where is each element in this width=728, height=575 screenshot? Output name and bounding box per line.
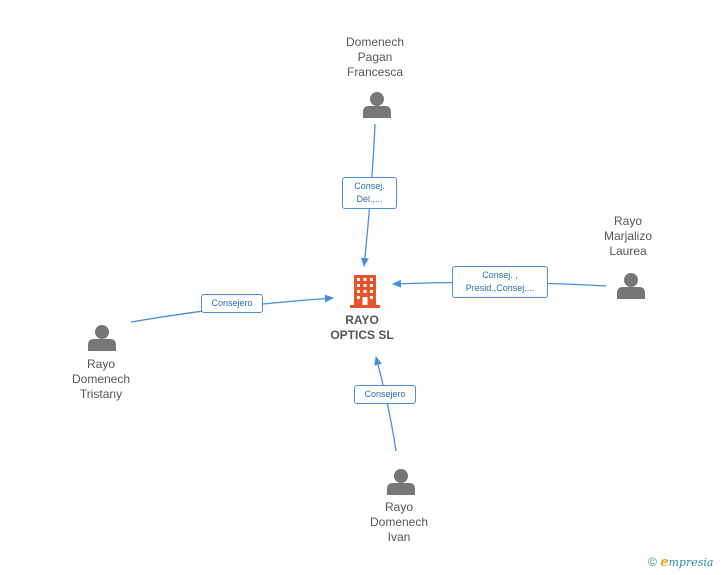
edge-rayo-ivan	[374, 356, 397, 452]
person-name-rayo-marjalizo[interactable]: Rayo Marjalizo Laurea	[603, 214, 652, 258]
person-icon[interactable]	[88, 325, 116, 351]
edge-label-rayo-ivan[interactable]: Consejero	[354, 385, 416, 404]
person-name-rayo-ivan[interactable]: Rayo Domenech Ivan	[369, 500, 429, 544]
person-name-domenech-pagan[interactable]: Domenech Pagan Francesca	[345, 35, 405, 79]
building-icon[interactable]	[350, 275, 380, 308]
copyright-symbol: ©	[648, 555, 657, 569]
edge-label-rayo-marjalizo[interactable]: Consej. , Presid.,Consej....	[452, 266, 548, 298]
person-icon[interactable]	[387, 469, 415, 495]
person-name-rayo-tristany[interactable]: Rayo Domenech Tristany	[71, 357, 131, 401]
empresia-logo: empresia	[660, 555, 714, 570]
footer-brand: © empresia	[648, 555, 713, 570]
edge-label-rayo-tristany[interactable]: Consejero	[201, 294, 263, 313]
edge-label-domenech-pagan[interactable]: Consej. Del.,...	[342, 177, 397, 209]
person-icon[interactable]	[617, 273, 645, 299]
company-name[interactable]: RAYO OPTICS SL	[330, 313, 394, 342]
person-icon[interactable]	[363, 92, 391, 118]
